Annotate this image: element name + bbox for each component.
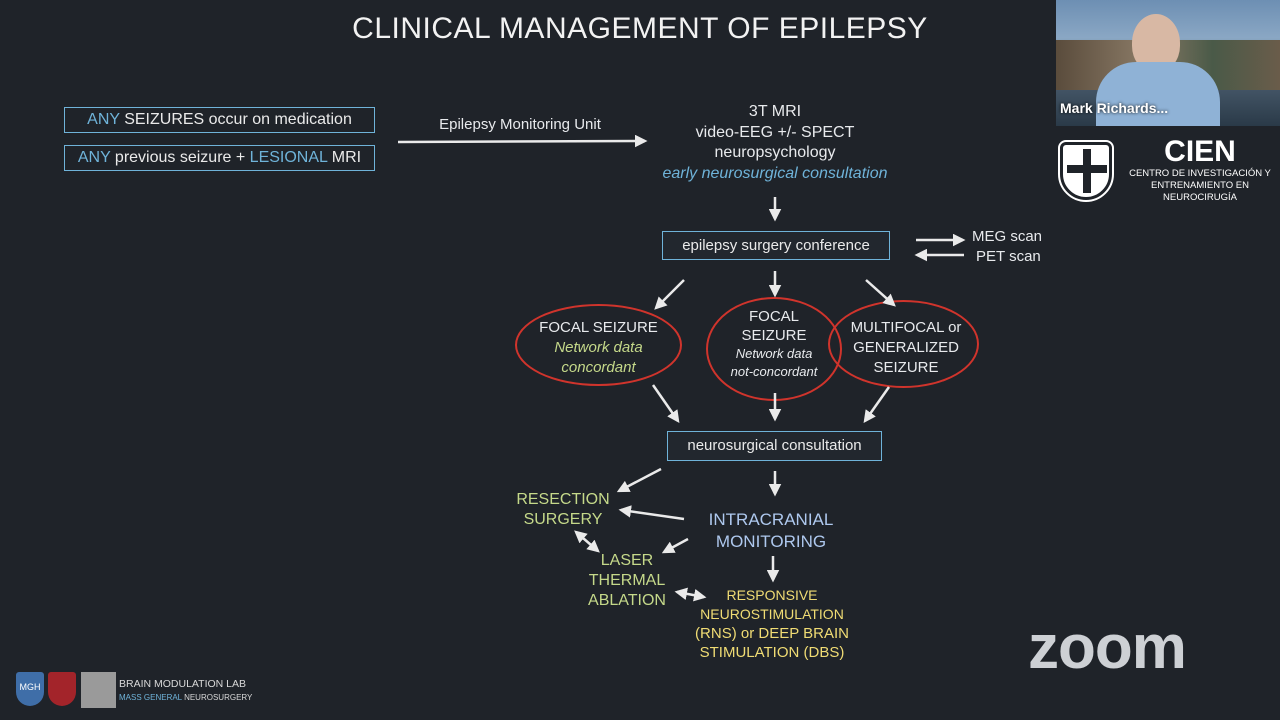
zoom-watermark: zoom [1028,613,1187,682]
criterion-text: previous seizure + [110,149,250,166]
intracranial-line-2: MONITORING [715,532,827,551]
multifocal-line-1: MULTIFOCAL or [850,319,962,336]
lab-name-line-1: BRAIN MODULATION LAB [119,678,246,690]
focal-concordant-ellipse [515,304,682,386]
intracranial-label: INTRACRANIAL MONITORING [696,509,846,553]
lab-neurosurgery: NEUROSURGERY [181,693,253,702]
arrow-conf-multi [865,279,896,307]
arrow-intracranial-resection [618,505,685,521]
criterion-lesional: LESIONAL [249,149,328,166]
harvard-shield-icon [48,672,76,706]
focal-concordant-label: FOCAL SEIZURE Network data concordant [515,318,682,378]
criterion-any: ANY [77,149,111,166]
laser-line-1: LASER [600,552,654,569]
rns-line-4: STIMULATION (DBS) [699,644,845,661]
arrow-focal-consult [651,384,680,424]
multifocal-label: MULTIFOCAL or GENERALIZED SEIZURE [828,318,984,378]
criterion-mri: MRI [327,149,362,166]
participant-name: Mark Richards... [1060,100,1169,116]
multifocal-line-2: GENERALIZED [853,339,959,356]
mgh-shield-text: MGH [19,682,41,692]
cien-sub-2: ENTRENAMIENTO EN [1150,180,1249,191]
pet-scan: PET scan [976,248,1041,265]
lab-mass-general: MASS GENERAL [119,693,182,702]
criterion-lesional-mri: ANY previous seizure + LESIONAL MRI [64,145,375,171]
emu-label: Epilepsy Monitoring Unit [439,116,601,133]
resection-line-1: RESECTION [516,491,610,508]
arrow-consult-resection [616,467,662,493]
focal-nonconcordant-title-2: SEIZURE [741,327,807,344]
multifocal-line-3: SEIZURE [873,359,939,376]
arrow-laser-rns [674,587,707,602]
lab-name: BRAIN MODULATION LAB MASS GENERAL NEUROS… [119,678,252,704]
workup-list: 3T MRI video-EEG +/- SPECT neuropsycholo… [640,102,910,184]
mgh-shield-icon: MGH [16,672,44,706]
arrow-multi-consult [863,386,891,424]
intracranial-line-1: INTRACRANIAL [708,510,834,529]
arrow-resection-laser [574,530,600,553]
criterion-seizures-on-medication: ANY SEIZURES occur on medication [64,107,375,133]
arrow-intracranial-laser [661,537,689,554]
resection-label: RESECTION SURGERY [506,490,620,530]
workup-mri: 3T MRI [748,103,802,120]
workup-neuropsych: neuropsychology [714,144,836,161]
rns-label: RESPONSIVE NEUROSTIMULATION (RNS) or DEE… [681,586,863,662]
laser-line-3: ABLATION [588,592,666,609]
focal-concordant-note-1: Network data [554,339,643,356]
cien-title: CIEN [1164,135,1236,168]
criterion-text: SEIZURES occur on medication [119,111,352,128]
participant-video-tile[interactable] [1056,0,1280,126]
cien-logo-text: CIEN CENTRO DE INVESTIGACIÓN Y ENTRENAMI… [1120,136,1280,204]
consultation-box: neurosurgical consultation [667,431,882,461]
focal-concordant-title: FOCAL SEIZURE [539,319,658,336]
multifocal-ellipse [828,300,979,388]
participant-shirt [1096,62,1220,126]
arrow-conf-focal [654,279,685,310]
resection-line-2: SURGERY [523,511,603,528]
arrow-emu [397,134,648,148]
laser-line-2: THERMAL [588,572,666,589]
lab-logo-icon [81,672,116,708]
focal-concordant-note-2: concordant [561,359,636,376]
rns-line-2: NEUROSTIMULATION [700,606,844,622]
focal-nonconcordant-note-2: not-concordant [730,364,818,379]
slide-title: CLINICAL MANAGEMENT OF EPILEPSY [352,12,928,45]
rns-line-1: RESPONSIVE [726,587,818,603]
criterion-any: ANY [87,111,120,128]
side-scans: MEG scan PET scan [972,227,1042,267]
workup-eeg: video-EEG +/- SPECT [695,123,855,141]
focal-nonconcordant-title-1: FOCAL [748,308,799,325]
rns-line-3: (RNS) or DEEP BRAIN [695,625,849,642]
workup-note: early neurosurgical consultation [662,164,888,182]
cien-shield-icon [1058,140,1114,202]
laser-label: LASER THERMAL ABLATION [577,551,677,611]
cien-sub-3: NEUROCIRUGÍA [1163,192,1237,203]
meg-scan: MEG scan [972,228,1043,245]
cien-sub-1: CENTRO DE INVESTIGACIÓN Y [1129,168,1271,179]
conference-box: epilepsy surgery conference [662,231,890,260]
focal-nonconcordant-note-1: Network data [735,346,813,361]
focal-nonconcordant-label: FOCAL SEIZURE Network data not-concordan… [706,307,842,381]
